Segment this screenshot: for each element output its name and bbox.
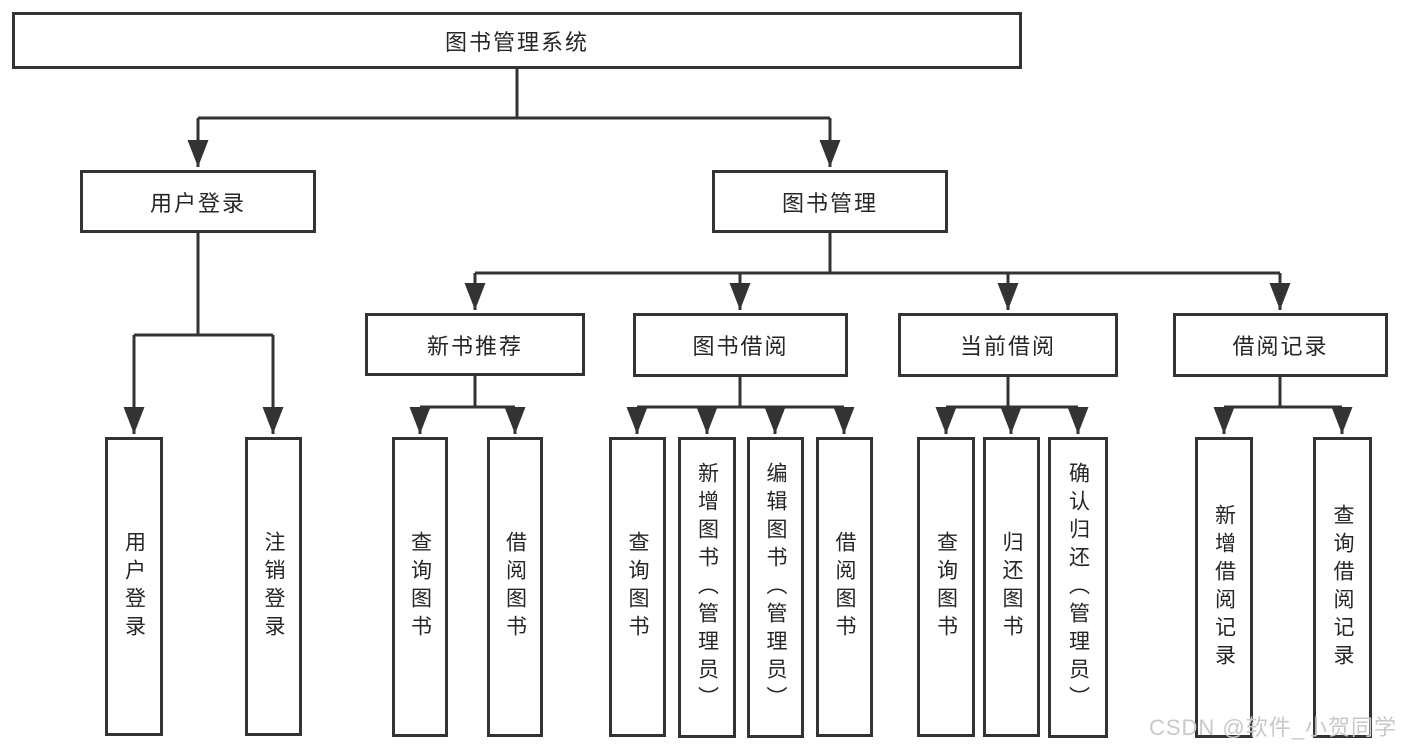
node-label: 新书推荐 (426, 333, 523, 359)
node-leaf-query-books-1: 查询图书 (392, 437, 448, 737)
node-label: 新增图书（管理员） (695, 461, 719, 714)
node-label: 新增借阅记录 (1212, 503, 1236, 672)
node-label: 查询图书 (408, 531, 432, 643)
node-label: 图书借阅 (692, 334, 789, 359)
connector-book-borrow-rail (637, 377, 844, 409)
node-label: 查询借阅记录 (1331, 503, 1354, 672)
connector-new-rec-rail (420, 376, 515, 409)
node-label: 用户登录 (122, 530, 146, 643)
node-borrowing-records: 借阅记录 (1173, 313, 1388, 377)
node-library-management-system: 图书管理系统 (12, 12, 1022, 69)
connector-user-login-rail (134, 233, 273, 337)
node-book-management: 图书管理 (712, 170, 948, 233)
node-leaf-confirm-return-admin: 确认归还（管理员） (1048, 437, 1108, 738)
node-label: 确认归还（管理员） (1066, 461, 1090, 714)
node-label: 查询图书 (934, 531, 958, 643)
node-leaf-user-login: 用户登录 (105, 437, 163, 736)
node-leaf-add-book-admin: 新增图书（管理员） (678, 437, 736, 738)
node-label: 用户登录 (149, 190, 246, 216)
node-leaf-add-borrow-record: 新增借阅记录 (1195, 437, 1253, 738)
csdn-watermark: CSDN @软件_小贺同学 (1148, 715, 1397, 740)
node-user-login: 用户登录 (80, 170, 316, 233)
node-label: 借阅图书 (833, 531, 856, 643)
node-label: 编辑图书（管理员） (764, 461, 787, 714)
node-leaf-borrow-books-2: 借阅图书 (816, 437, 873, 737)
node-leaf-edit-book-admin: 编辑图书（管理员） (747, 437, 804, 738)
node-label: 注销登录 (262, 530, 285, 643)
node-new-book-recommendation: 新书推荐 (365, 313, 585, 376)
node-leaf-logout: 注销登录 (245, 437, 302, 736)
connector-records-rail (1224, 377, 1342, 409)
connector-book-mgmt-rail (475, 233, 1280, 275)
node-leaf-query-books-2: 查询图书 (609, 437, 666, 737)
node-label: 借阅记录 (1232, 334, 1329, 359)
node-current-borrowing: 当前借阅 (898, 313, 1118, 377)
node-label: 当前借阅 (959, 334, 1056, 359)
node-book-borrowing: 图书借阅 (633, 313, 848, 377)
node-label: 借阅图书 (503, 531, 527, 643)
node-leaf-borrow-books-1: 借阅图书 (487, 437, 543, 737)
node-leaf-query-borrow-record: 查询借阅记录 (1313, 437, 1372, 738)
node-label: 查询图书 (626, 531, 649, 643)
node-label: 图书管理系统 (444, 29, 589, 55)
connector-cur-borrow-rail (946, 377, 1078, 409)
node-label: 归还图书 (1000, 531, 1023, 643)
node-label: 图书管理 (781, 190, 878, 216)
node-leaf-query-books-3: 查询图书 (917, 437, 975, 737)
connector-root-rail (198, 68, 830, 120)
node-leaf-return-books: 归还图书 (983, 437, 1040, 737)
